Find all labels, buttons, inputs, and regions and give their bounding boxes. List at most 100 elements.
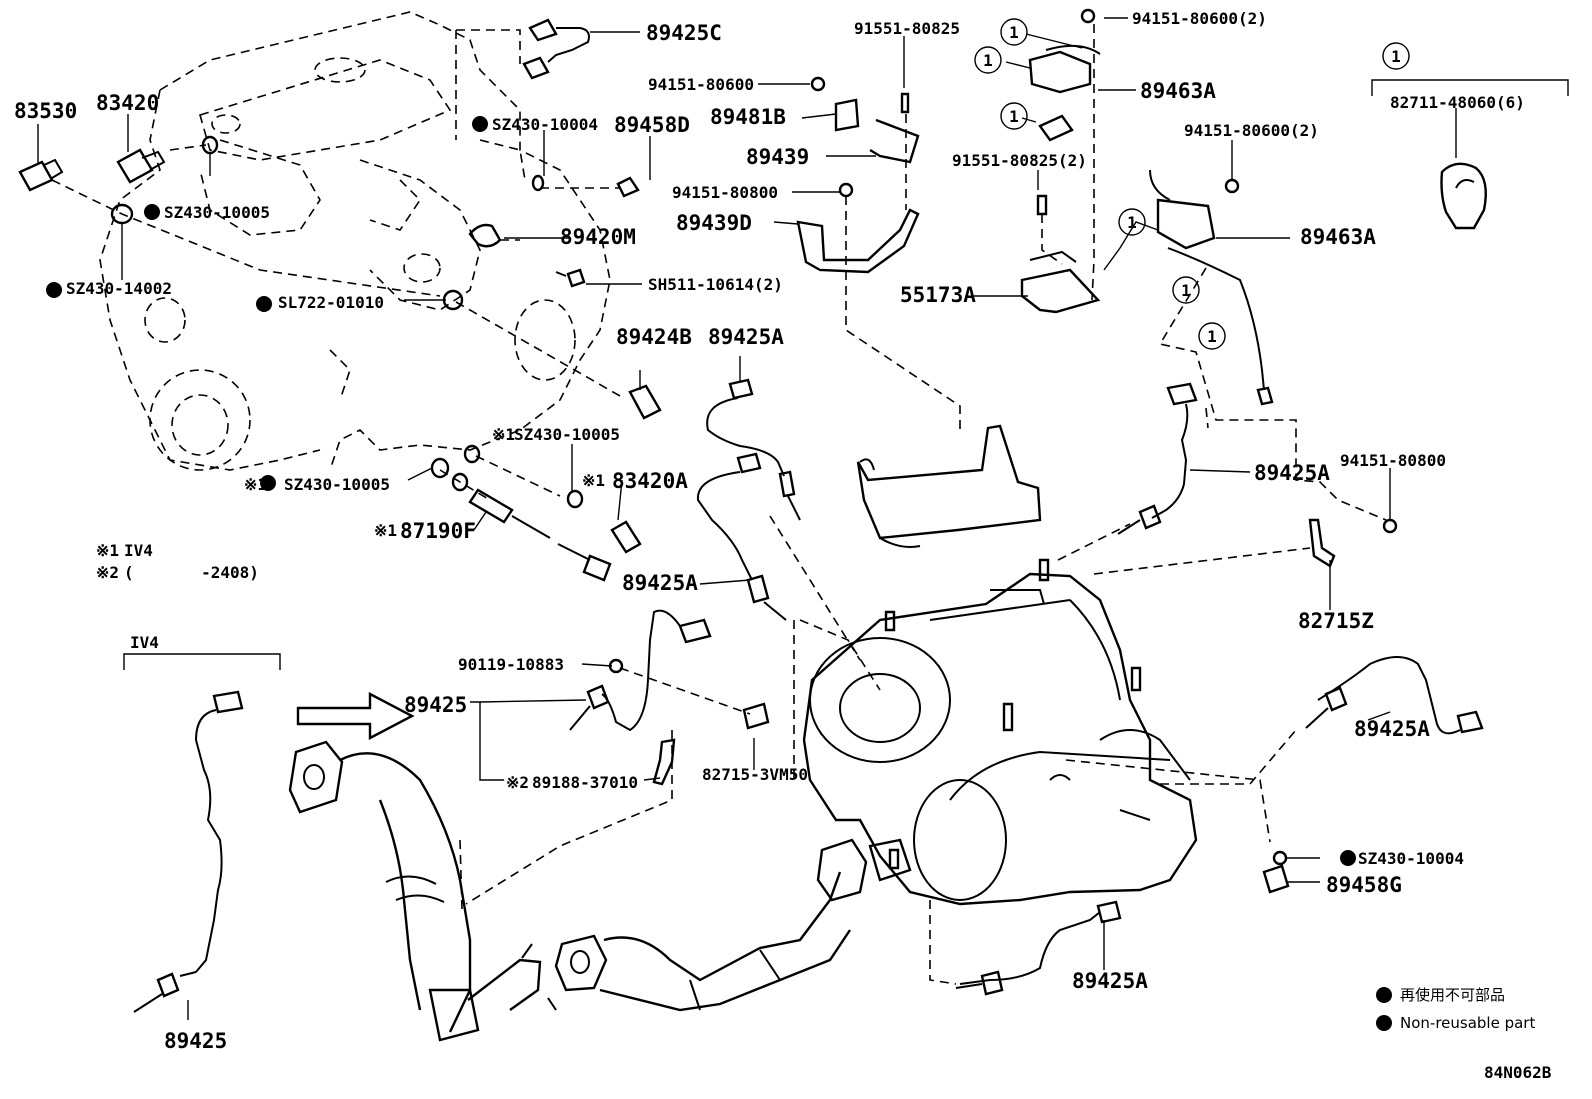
- dashed-connections: [51, 24, 1387, 985]
- circled-one-5: 1: [1127, 213, 1137, 232]
- sensor-89424b: [628, 384, 662, 420]
- sensor-89425a-right: [1117, 382, 1198, 535]
- label-89458d: 89458D: [614, 113, 690, 137]
- clip-82711: [1440, 162, 1487, 230]
- label-94151-80600: 94151-80600: [648, 75, 754, 94]
- footnotes: ※1 IV4 ※2 ( -2408) IV4: [96, 541, 259, 652]
- leader-lines: [37, 17, 1569, 1020]
- label-89425: 89425: [404, 693, 467, 717]
- label-89425a-bottom: 89425A: [1072, 969, 1148, 993]
- label-89458g: 89458G: [1326, 873, 1402, 897]
- part-89420m: [468, 223, 502, 248]
- inset-title: IV4: [130, 633, 159, 652]
- center-pipe: [554, 838, 912, 1012]
- label-87190f: 87190F: [400, 519, 476, 543]
- note2-text: ( -2408): [124, 563, 259, 582]
- heat-shield: [856, 424, 1042, 548]
- note2-mark: ※2: [506, 773, 529, 792]
- label-sz430-14002: SZ430-14002: [66, 279, 172, 298]
- sensor-89425-main: [569, 609, 712, 786]
- circled-one-4: 1: [1391, 47, 1401, 66]
- gaskets-mid: [430, 444, 584, 509]
- label-sz430-10005-mid: SZ430-10005: [514, 425, 620, 444]
- label-89420m: 89420M: [560, 225, 636, 249]
- circled-one-3: 1: [1009, 107, 1019, 126]
- sensor-89425a-bottom: [955, 900, 1122, 996]
- label-89463a-right: 89463A: [1300, 225, 1376, 249]
- gasket-sz430-14002: [110, 203, 134, 225]
- label-83420: 83420: [96, 91, 159, 115]
- bracket-82715z: [1308, 518, 1398, 568]
- sensor-83420: [116, 148, 166, 184]
- label-94151-80600-2-top: 94151-80600(2): [1132, 9, 1267, 28]
- label-94151-80600-2-right: 94151-80600(2): [1184, 121, 1319, 140]
- label-89439: 89439: [746, 145, 809, 169]
- legend: 再使用不可部品 Non-reusable part: [1400, 986, 1535, 1032]
- sensor-83530: [18, 158, 64, 192]
- label-89481b: 89481B: [710, 105, 786, 129]
- label-89425a-right: 89425A: [1254, 461, 1330, 485]
- legend-line-1: 再使用不可部品: [1400, 986, 1505, 1004]
- label-83530: 83530: [14, 99, 77, 123]
- note1-mark-mid: ※1: [492, 425, 515, 444]
- label-83420a: 83420A: [612, 469, 688, 493]
- bracket-82715-3vm50: [608, 658, 770, 730]
- label-89439d: 89439D: [676, 211, 752, 235]
- bracket-89439: [869, 92, 920, 164]
- legend-line-2: Non-reusable part: [1400, 1014, 1535, 1032]
- label-91551-80825: 91551-80825: [854, 19, 960, 38]
- sensor-89425a-center-top: [706, 378, 801, 521]
- label-55173a: 55173A: [900, 283, 976, 307]
- arrow-to-main: [296, 692, 415, 740]
- non-reusable-dots: [46, 116, 1392, 1031]
- bolt-sh511: [555, 268, 586, 288]
- label-sz430-10005-left: SZ430-10005: [284, 475, 390, 494]
- diagram-code: 84N062B: [1484, 1063, 1552, 1082]
- label-89188-37010: 89188-37010: [532, 773, 638, 792]
- sensor-89463a-right: [1149, 169, 1274, 406]
- sensor-87190f: [468, 488, 612, 582]
- note1-mark-83420a: ※1: [582, 471, 605, 490]
- label-94151-80800-right: 94151-80800: [1340, 451, 1446, 470]
- note2-mark-key: ※2: [96, 563, 119, 582]
- label-89425a-far-right: 89425A: [1354, 717, 1430, 741]
- sensor-89458g: [1262, 850, 1290, 894]
- label-sl722-01010: SL722-01010: [278, 293, 384, 312]
- circled-one-6: 1: [1181, 281, 1191, 300]
- circled-one-2: 1: [983, 51, 993, 70]
- bracket-89481b: [810, 76, 860, 132]
- front-pipe: [288, 740, 557, 1042]
- sensor-89458d: [531, 174, 640, 198]
- label-82711-48060: 82711-48060(6): [1390, 93, 1525, 112]
- inset-iv4: [123, 653, 281, 1013]
- note1-mark-key: ※1: [96, 541, 119, 560]
- label-sz430-10004-bottom: SZ430-10004: [1358, 849, 1464, 868]
- label-89425a-mid: 89425A: [622, 571, 698, 595]
- bracket-55173a: [1020, 194, 1101, 314]
- note1-mark-87190f: ※1: [374, 521, 397, 540]
- part-labels: 89425C 91551-80825 94151-80600(2) 83530 …: [14, 9, 1552, 1082]
- label-82715-3vm50: 82715-3VM50: [702, 765, 808, 784]
- label-89463a-top: 89463A: [1140, 79, 1216, 103]
- note1-text: IV4: [124, 541, 153, 560]
- catalyst-assembly: [802, 558, 1198, 906]
- label-sz430-10005-top: SZ430-10005: [164, 203, 270, 222]
- note1-mark-left: ※1: [244, 475, 267, 494]
- sensor-89425a-far-right: [1305, 656, 1484, 735]
- sensor-89425a-center-mid: [696, 452, 787, 621]
- label-90119-10883: 90119-10883: [458, 655, 564, 674]
- label-94151-80800-top: 94151-80800: [672, 183, 778, 202]
- label-sz430-10004-top: SZ430-10004: [492, 115, 598, 134]
- circled-one-1: 1: [1009, 23, 1019, 42]
- circled-markers: 1 1 1 1 1 1 1: [974, 18, 1410, 350]
- label-91551-80825-2: 91551-80825(2): [952, 151, 1087, 170]
- sensor-83420a: [610, 520, 642, 554]
- sensor-89463a-top: [1028, 8, 1101, 142]
- label-sh511-10614-2: SH511-10614(2): [648, 275, 783, 294]
- circled-one-7: 1: [1207, 327, 1217, 346]
- sensor-89425c: [522, 18, 590, 80]
- gasket-sl722: [442, 289, 464, 311]
- label-82715z: 82715Z: [1298, 609, 1374, 633]
